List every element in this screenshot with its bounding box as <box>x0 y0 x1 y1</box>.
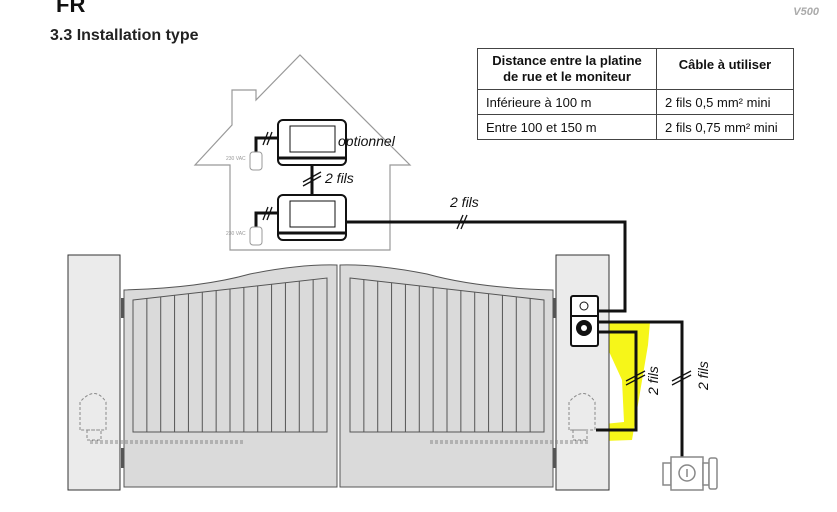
hinge <box>553 298 556 318</box>
power-label: 230 VAC <box>226 156 246 162</box>
optional-monitor <box>277 119 347 166</box>
table-row: Inférieure à 100 m 2 fils 0,5 mm² mini <box>477 89 794 115</box>
wire-label: 2 fils <box>695 361 711 391</box>
power-adapter-icon <box>249 151 263 246</box>
highlight-mark <box>576 322 650 442</box>
language-code: FR <box>56 0 86 17</box>
section-title: 3.3 Installation type <box>50 27 199 44</box>
house-outline <box>193 54 412 251</box>
table-cell: Inférieure à 100 m <box>477 89 657 115</box>
table-cell: 2 fils 0,5 mm² mini <box>656 89 794 115</box>
table-row: Entre 100 et 150 m 2 fils 0,75 mm² mini <box>477 114 794 140</box>
left-pillar <box>67 254 121 491</box>
main-monitor <box>277 194 347 241</box>
door-station <box>570 295 599 347</box>
right-motor <box>430 393 596 444</box>
table-cell: Entre 100 et 150 m <box>477 114 657 140</box>
wire-label: 2 fils <box>324 170 354 186</box>
table-cell: 2 fils 0,75 mm² mini <box>656 114 794 140</box>
electric-lock <box>662 456 718 491</box>
column-header-distance: Distance entre la platine de rue et le m… <box>477 48 657 90</box>
wire-label: 2 fils <box>449 194 479 210</box>
hinge <box>553 448 556 468</box>
hinge <box>121 448 124 468</box>
hinge <box>121 298 124 318</box>
right-pillar <box>555 254 610 491</box>
wire-break-marks <box>262 131 692 386</box>
model-name: V500 <box>793 6 819 18</box>
wire-label: 2 fils <box>645 366 661 396</box>
power-label: 230 VAC <box>226 231 246 237</box>
left-motor <box>79 393 245 444</box>
wiring <box>254 136 684 458</box>
cable-table: Distance entre la platine de rue et le m… <box>477 48 794 140</box>
optional-label: optionnel <box>338 133 396 149</box>
